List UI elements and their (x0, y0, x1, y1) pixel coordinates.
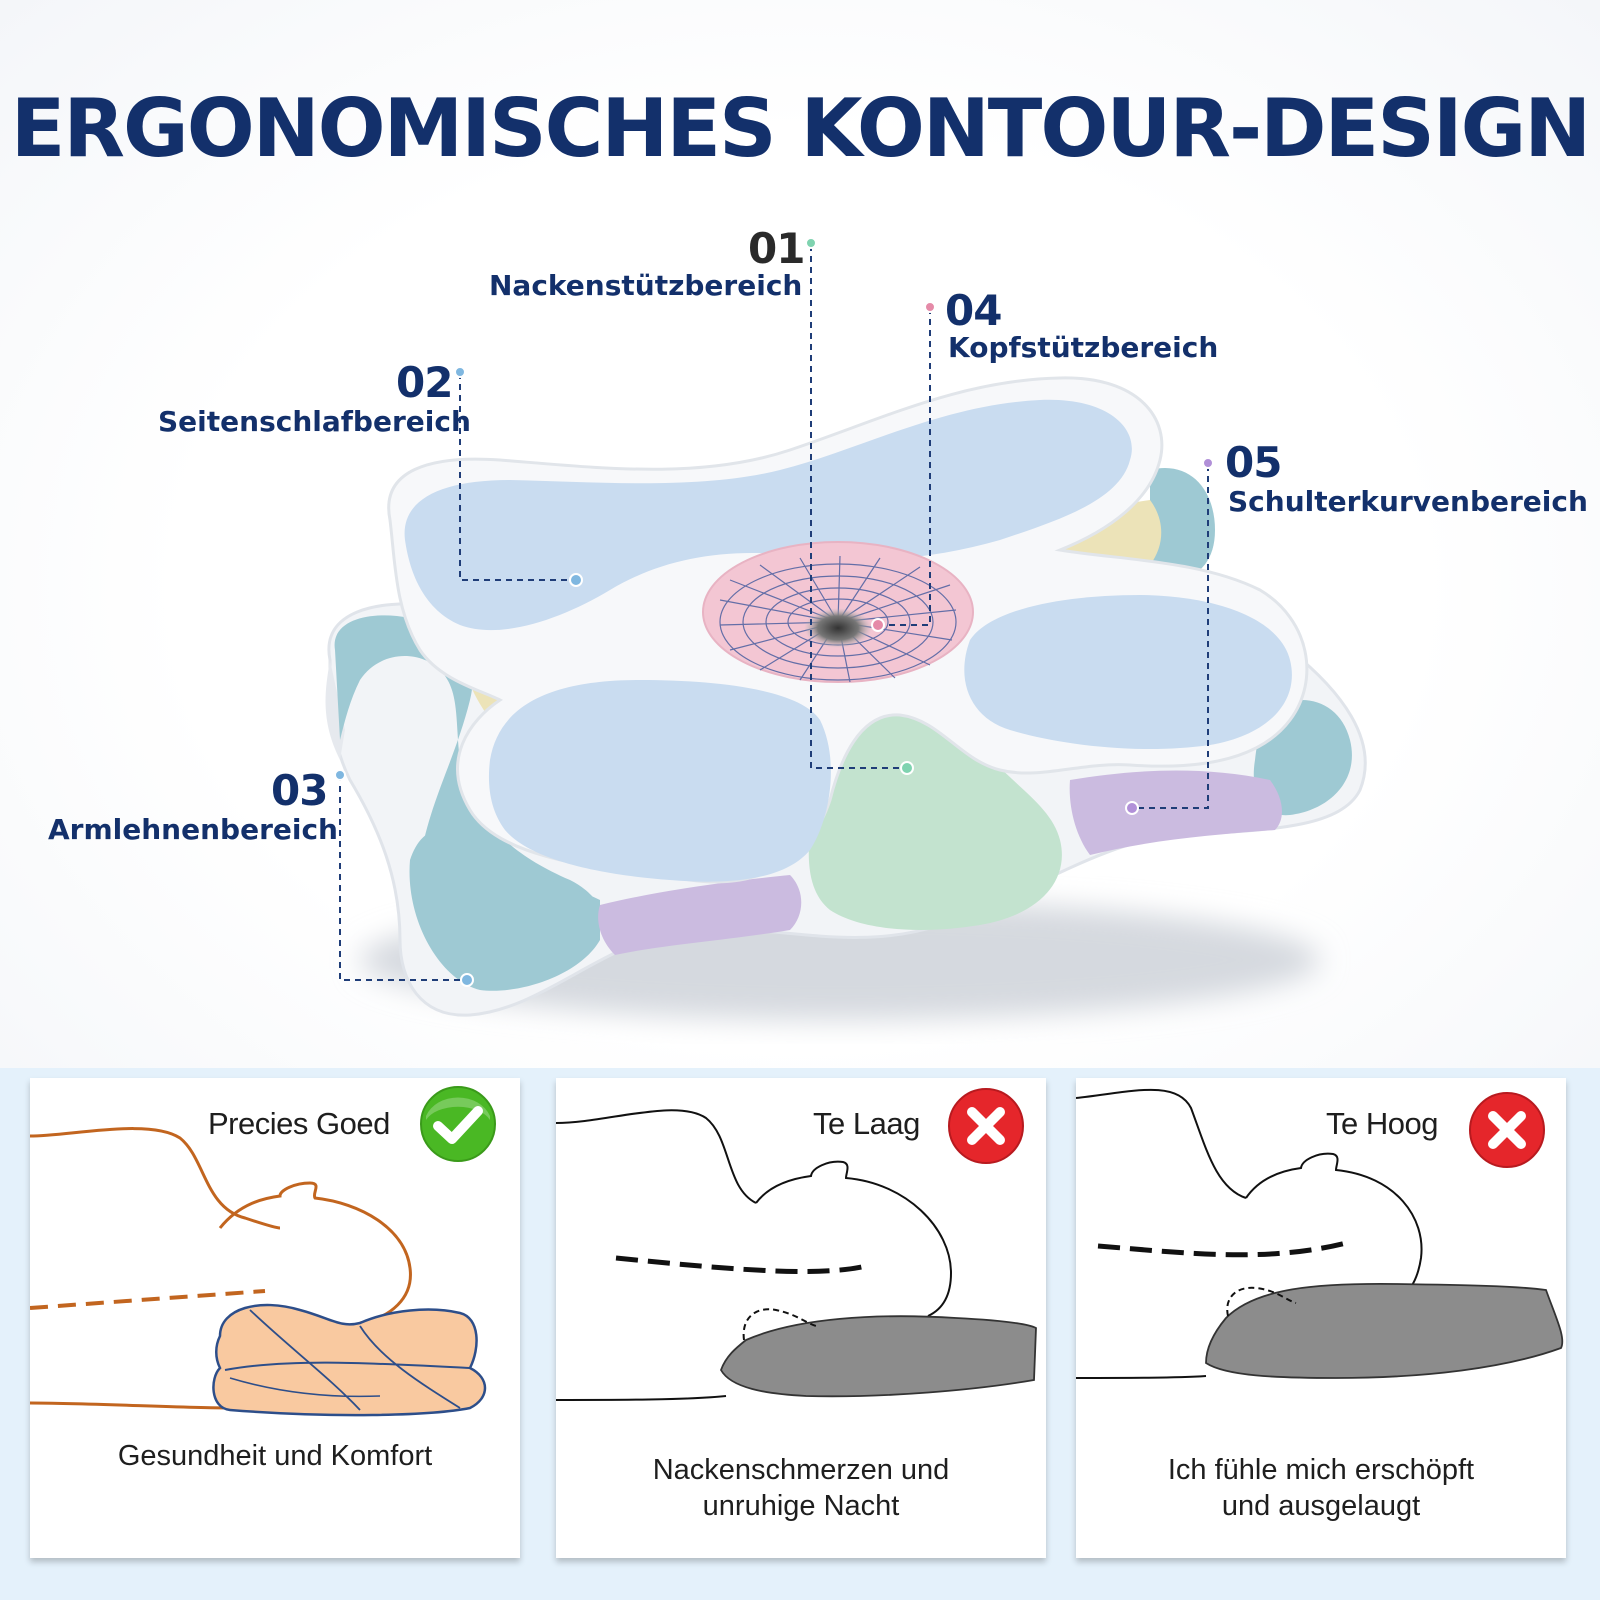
pillow-illustration (325, 237, 1367, 1020)
card-too-low-title: Te Laag (813, 1106, 920, 1141)
card-too-low-caption-line-2: unruhige Nacht (702, 1490, 900, 1522)
leader-line-02 (459, 373, 575, 581)
too-low-posture-illustration (556, 1109, 1037, 1401)
leader-line-03 (339, 775, 465, 981)
comparison-card-too-low: Te Laag Nackenschmerzen und unruhige Nac… (556, 1078, 1046, 1558)
pillow-armrest-left-front (409, 829, 600, 991)
pillow-pad-right (964, 595, 1292, 750)
zone-05-number: 05 (1225, 438, 1282, 487)
cross-icon (948, 1088, 1024, 1164)
pillow-head-grid (719, 555, 957, 683)
zone-01-number: 01 (748, 224, 805, 273)
zone-01-label: Nackenstützbereich (489, 269, 803, 302)
page-title: ERGONOMISCHES KONTOUR-DESIGN (10, 82, 1591, 175)
pillow-pad-bottom-left (488, 680, 831, 882)
zone-03-label: Armlehnenbereich (48, 813, 338, 846)
pillow-armrest-back (1150, 468, 1215, 580)
pillow-pad-top-left (404, 399, 1132, 631)
zone-04-label: Kopfstützbereich (948, 331, 1219, 364)
cross-icon (1469, 1092, 1545, 1168)
too-high-posture-illustration (1076, 1088, 1564, 1379)
card-good-title: Precies Goed (208, 1106, 390, 1141)
check-icon (420, 1086, 496, 1162)
zone-05-label: Schulterkurvenbereich (1228, 485, 1588, 518)
zone-02-number: 02 (396, 358, 453, 407)
card-too-low-caption-line-1: Nackenschmerzen und (652, 1454, 950, 1486)
zone-03-number: 03 (271, 766, 328, 815)
leader-line-05 (1132, 465, 1209, 809)
pillow-shoulder-right (1069, 770, 1282, 855)
leader-line-01 (810, 245, 905, 769)
pillow-shoulder-front (598, 875, 802, 955)
card-good-caption: Gesundheit und Komfort (117, 1440, 433, 1472)
pillow-head-hole (804, 608, 872, 648)
zone-02-label: Seitenschlafbereich (158, 405, 471, 438)
pillow-neck-support (808, 686, 1062, 930)
comparison-card-too-high: Te Hoog Ich fühle mich erschöpft und aus… (1076, 1078, 1566, 1558)
zone-04-number: 04 (945, 286, 1002, 335)
card-too-high-caption-line-1: Ich fühle mich erschöpft (1167, 1454, 1475, 1486)
card-too-high-caption-line-2: und ausgelaugt (1221, 1490, 1421, 1522)
card-too-high-title: Te Hoog (1326, 1106, 1438, 1141)
leader-lines (339, 245, 1209, 981)
comparison-card-good: Precies Goed Gesundheit und Komfort (30, 1078, 520, 1558)
leader-dots (334, 237, 1214, 987)
good-posture-illustration (30, 1127, 487, 1417)
